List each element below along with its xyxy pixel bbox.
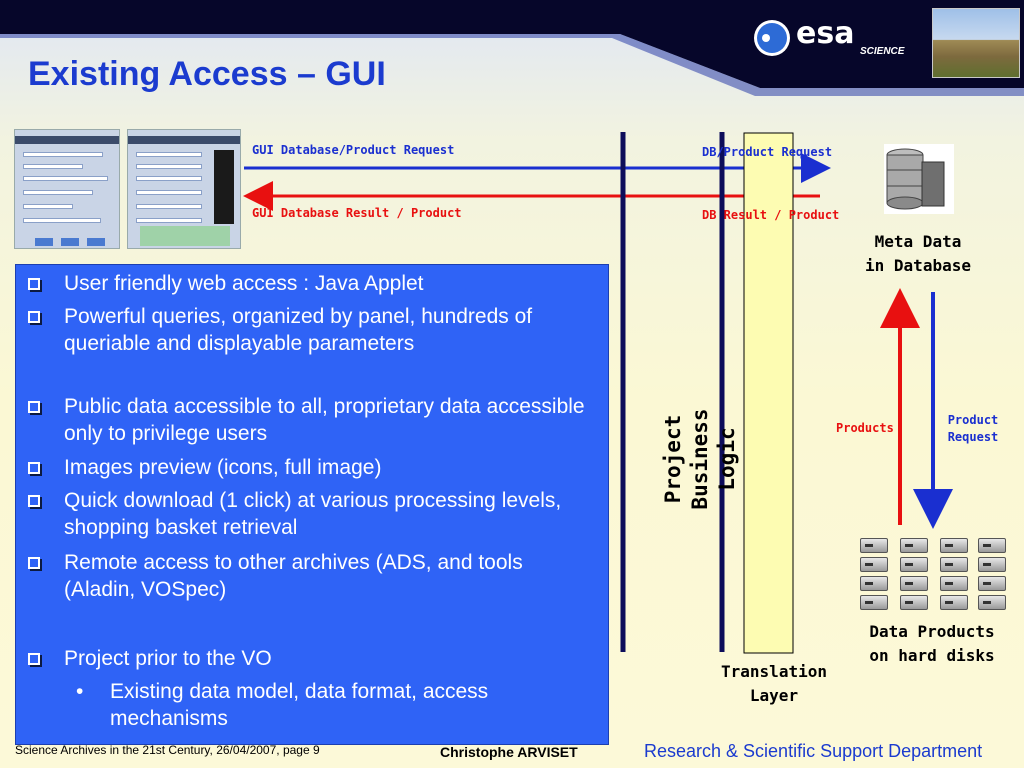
dot-bullet-icon: • [76,680,84,703]
disk-icon [940,557,968,572]
checkbox-bullet-icon [28,278,40,290]
bullet-item: User friendly web access : Java Applet [28,270,588,297]
business-logic-label: Project Business Logic [661,408,739,510]
data-products-label: Data Products on hard disks [869,622,995,665]
disk-icon [940,538,968,553]
footer-citation: Science Archives in the 21st Century, 26… [15,743,320,757]
product-request-label: Product Request [947,413,999,444]
page-title: Existing Access – GUI [28,55,386,93]
bullet-item: Remote access to other archives (ADS, an… [28,549,588,603]
checkbox-bullet-icon [28,401,40,413]
disk-icon [978,557,1006,572]
logo-subtext: SCIENCE [860,46,905,57]
bullet-item: Project prior to the VO [28,645,588,672]
hard-disks-grid [856,526,1012,616]
disk-icon [860,538,888,553]
esa-logo-icon [754,20,790,56]
disk-icon [860,557,888,572]
logo-text: esa [796,16,855,51]
disk-icon [978,595,1006,610]
gui-screenshot-2 [127,129,241,249]
result-right-label: DB Result / Product [702,208,840,222]
disk-icon [860,576,888,591]
request-left-label: GUI Database/Product Request [252,143,455,157]
translation-layer-box [743,132,794,654]
checkbox-bullet-icon [28,311,40,323]
disk-icon [900,576,928,591]
castle-photo [932,8,1020,78]
footer-author: Christophe ARVISET [440,744,578,760]
database-icon [884,144,954,214]
disk-icon [900,557,928,572]
translation-layer-label: Translation Layer [721,662,827,705]
bullet-item: Quick download (1 click) at various proc… [28,487,588,541]
checkbox-bullet-icon [28,653,40,665]
checkbox-bullet-icon [28,557,40,569]
disk-icon [978,538,1006,553]
features-panel: User friendly web access : Java Applet P… [15,264,609,745]
footer-department: Research & Scientific Support Department [644,741,983,761]
sub-bullet-item: • Existing data model, data format, acce… [76,680,489,730]
disk-icon [940,576,968,591]
disk-icon [900,595,928,610]
esa-logo: esa SCIENCE [752,14,927,64]
disk-icon [900,538,928,553]
request-right-label: DB/Product Request [702,145,833,159]
checkbox-bullet-icon [28,462,40,474]
bullet-item: Images preview (icons, full image) [28,454,588,481]
disk-icon [940,595,968,610]
bullet-item: Public data accessible to all, proprieta… [28,393,588,447]
checkbox-bullet-icon [28,495,40,507]
gui-screenshot-1 [14,129,120,249]
meta-data-label: Meta Data in Database [865,232,971,275]
result-left-label: GUI Database Result / Product [252,206,462,220]
products-label: Products [836,421,894,435]
disk-icon [860,595,888,610]
bullet-item: Powerful queries, organized by panel, hu… [28,303,588,357]
disk-icon [978,576,1006,591]
